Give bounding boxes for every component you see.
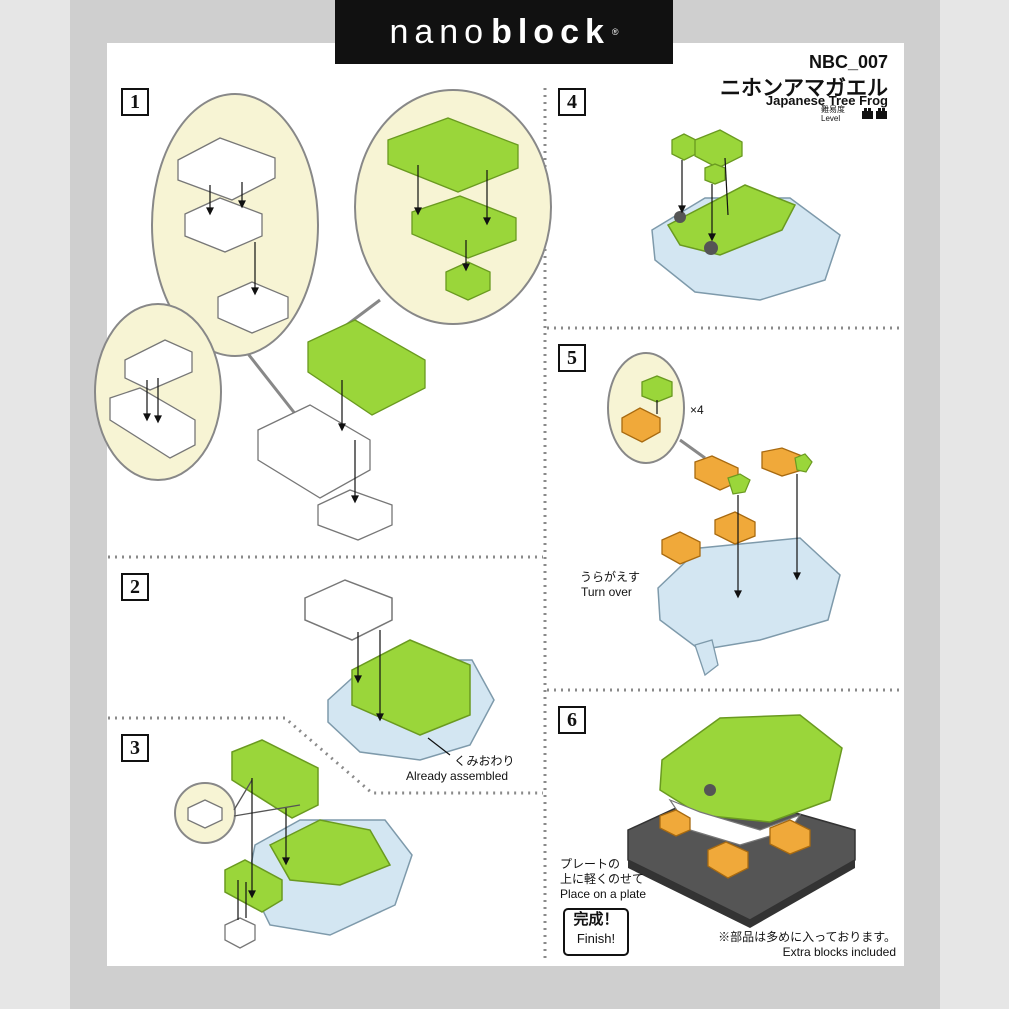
logo-bold-text: block (491, 12, 610, 51)
level-block-icon (862, 108, 873, 119)
step5-note-en: Turn over (581, 585, 632, 599)
step6-note-jp-line2: 上に軽くのせて (560, 872, 645, 886)
extra-blocks-note-en: Extra blocks included (782, 945, 896, 959)
step2-note-en: Already assembled (406, 769, 509, 783)
logo-light-text: nano (389, 12, 490, 51)
difficulty-label-jp: 難易度 (821, 105, 845, 114)
product-title-en: Japanese Tree Frog (765, 93, 888, 108)
finish-badge: 完成！ Finish! (563, 908, 629, 956)
step2-illustration (304, 579, 495, 761)
finish-en: Finish! (576, 931, 616, 946)
step-number-4: 4 (558, 88, 586, 116)
difficulty-label-en: Level (821, 114, 841, 123)
step6-note-en: Place on a plate (560, 887, 647, 901)
step5-multiplier: ×4 (690, 403, 704, 417)
step3-illustration (174, 739, 413, 949)
step1-illustration (94, 89, 552, 541)
extra-blocks-note: ※部品は多めに入っております。Extra blocks included (718, 930, 896, 960)
registered-mark: ® (611, 27, 619, 37)
extra-blocks-note-jp: ※部品は多めに入っております。 (718, 930, 896, 944)
step6-illustration (627, 714, 856, 928)
step6-note-jp-line1: プレートの (560, 857, 621, 871)
step-number-2: 2 (121, 573, 149, 601)
step2-note-jp: くみおわり (454, 754, 515, 768)
step-number-1: 1 (121, 88, 149, 116)
step5-illustration (607, 352, 841, 677)
step5-detail-bubble (607, 352, 685, 464)
level-block-icon (876, 108, 887, 119)
difficulty-level-icons (862, 108, 887, 119)
step4-illustration (651, 129, 841, 301)
finish-jp: 完成！ (573, 911, 619, 928)
step-number-3: 3 (121, 734, 149, 762)
step-number-5: 5 (558, 344, 586, 372)
step-number-6: 6 (558, 706, 586, 734)
product-title-jp: ニホンアマガエル (720, 77, 888, 100)
step5-note-jp: うらがえす (580, 570, 641, 584)
product-code: NBC_007 (808, 52, 888, 72)
panel-dividers (108, 88, 903, 962)
